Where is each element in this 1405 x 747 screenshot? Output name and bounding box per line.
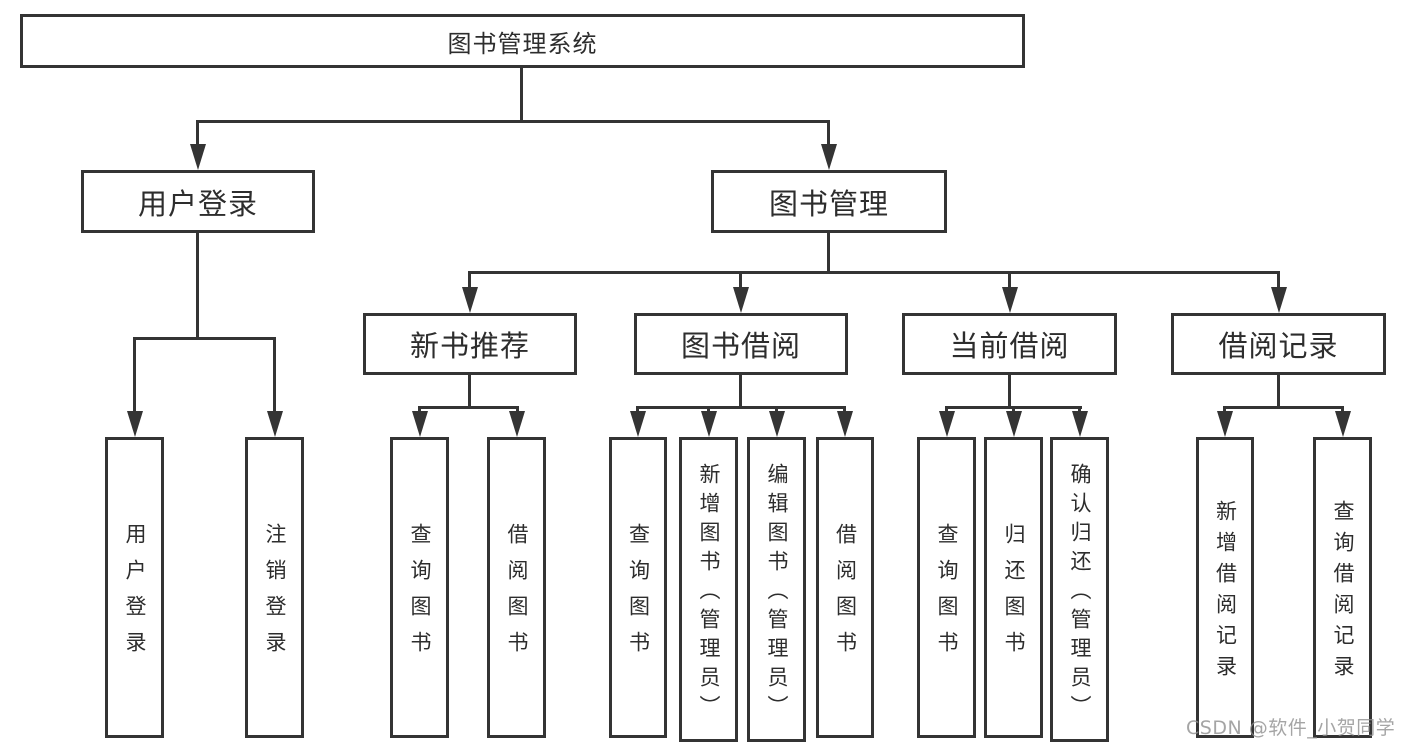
connector-drop bbox=[945, 406, 948, 414]
connector-drop bbox=[1223, 406, 1226, 414]
arrow-down-icon bbox=[1271, 287, 1287, 313]
arrow-down-icon bbox=[1006, 411, 1022, 437]
connector-drop bbox=[418, 406, 421, 414]
node-borrow-records: 借阅记录 bbox=[1171, 313, 1386, 375]
arrow-down-icon bbox=[821, 144, 837, 170]
node-leaf-edit-books-admin: 编辑图书（管理员） bbox=[747, 437, 806, 742]
connector-new-book-stem bbox=[468, 375, 471, 406]
connector-drop-new-book bbox=[468, 271, 471, 290]
node-label: 用户登录 bbox=[137, 186, 258, 221]
node-label: 注销登录 bbox=[263, 523, 287, 667]
node-user-login-branch: 用户登录 bbox=[81, 170, 315, 233]
connector-borrow-records-stem bbox=[1277, 375, 1280, 406]
connector-drop-leaf-logout bbox=[273, 337, 276, 414]
node-leaf-add-borrow-record: 新增借阅记录 bbox=[1196, 437, 1254, 738]
arrow-down-icon bbox=[769, 411, 785, 437]
arrow-down-icon bbox=[190, 144, 206, 170]
connector-drop bbox=[775, 406, 778, 414]
node-leaf-query-borrow-record: 查询借阅记录 bbox=[1313, 437, 1372, 738]
connector-drop-book-management bbox=[827, 120, 830, 147]
connector-drop bbox=[516, 406, 519, 414]
node-label: 确认归还（管理员） bbox=[1068, 463, 1092, 724]
arrow-down-icon bbox=[630, 411, 646, 437]
node-leaf-borrow-books: 借阅图书 bbox=[487, 437, 546, 738]
node-book-management-branch: 图书管理 bbox=[711, 170, 947, 233]
node-leaf-query-books: 查询图书 bbox=[609, 437, 667, 738]
arrow-down-icon bbox=[939, 411, 955, 437]
node-leaf-return-books: 归还图书 bbox=[984, 437, 1043, 738]
connector-new-book-rail bbox=[418, 406, 519, 409]
node-label: 新书推荐 bbox=[409, 329, 530, 363]
connector-drop bbox=[707, 406, 710, 414]
arrow-down-icon bbox=[1335, 411, 1351, 437]
node-current-borrow: 当前借阅 bbox=[902, 313, 1117, 375]
node-leaf-add-books-admin: 新增图书（管理员） bbox=[679, 437, 738, 742]
connector-drop bbox=[843, 406, 846, 414]
node-label: 新增图书（管理员） bbox=[697, 463, 721, 724]
arrow-down-icon bbox=[509, 411, 525, 437]
connector-drop bbox=[1012, 406, 1015, 414]
csdn-watermark: CSDN @软件_小贺同学 bbox=[1186, 717, 1396, 739]
connector-drop-borrow-records bbox=[1277, 271, 1280, 290]
connector-root-rail bbox=[196, 120, 830, 123]
arrow-down-icon bbox=[267, 411, 283, 437]
connector-borrow-records-rail bbox=[1223, 406, 1344, 409]
connector-drop bbox=[1341, 406, 1344, 414]
node-label: 查询图书 bbox=[408, 523, 432, 667]
node-label: 当前借阅 bbox=[949, 329, 1070, 363]
node-label: 借阅图书 bbox=[833, 523, 858, 667]
connector-book-borrow-rail bbox=[636, 406, 846, 409]
connector-book-borrow-stem bbox=[739, 375, 742, 406]
connector-user-login-stem bbox=[196, 233, 199, 337]
node-label: 图书借阅 bbox=[680, 329, 801, 363]
node-leaf-logout: 注销登录 bbox=[245, 437, 304, 738]
node-leaf-query-books: 查询图书 bbox=[917, 437, 976, 738]
arrow-down-icon bbox=[837, 411, 853, 437]
connector-drop-book-borrow bbox=[739, 271, 742, 290]
node-label: 图书管理 bbox=[768, 186, 889, 221]
arrow-down-icon bbox=[127, 411, 143, 437]
arrow-down-icon bbox=[733, 287, 749, 313]
connector-current-borrow-stem bbox=[1008, 375, 1011, 406]
arrow-down-icon bbox=[462, 287, 478, 313]
connector-user-login-rail bbox=[133, 337, 276, 340]
node-label: 编辑图书（管理员） bbox=[765, 463, 789, 724]
node-label: 借阅图书 bbox=[505, 523, 529, 667]
arrow-down-icon bbox=[1072, 411, 1088, 437]
node-new-book-recommend: 新书推荐 bbox=[363, 313, 577, 375]
arrow-down-icon bbox=[1002, 287, 1018, 313]
connector-book-mgmt-rail bbox=[468, 271, 1280, 274]
node-label: 新增借阅记录 bbox=[1213, 499, 1238, 686]
connector-root-stem bbox=[520, 68, 523, 120]
connector-drop bbox=[636, 406, 639, 414]
node-leaf-user-login: 用户登录 bbox=[105, 437, 164, 738]
connector-drop-leaf-user-login bbox=[133, 337, 136, 414]
node-label: 查询借阅记录 bbox=[1331, 499, 1355, 686]
node-library-management-system: 图书管理系统 bbox=[20, 14, 1025, 68]
node-leaf-query-books: 查询图书 bbox=[390, 437, 449, 738]
node-label: 归还图书 bbox=[1002, 523, 1026, 667]
connector-drop-current-borrow bbox=[1008, 271, 1011, 290]
connector-drop-user-login bbox=[196, 120, 199, 147]
arrow-down-icon bbox=[412, 411, 428, 437]
arrow-down-icon bbox=[701, 411, 717, 437]
node-leaf-confirm-return-admin: 确认归还（管理员） bbox=[1050, 437, 1109, 742]
node-label: 查询图书 bbox=[935, 523, 959, 667]
arrow-down-icon bbox=[1217, 411, 1233, 437]
connector-book-mgmt-stem bbox=[827, 233, 830, 271]
node-label: 用户登录 bbox=[123, 523, 147, 667]
node-book-borrow: 图书借阅 bbox=[634, 313, 848, 375]
node-label: 图书管理系统 bbox=[447, 29, 598, 58]
node-label: 查询图书 bbox=[626, 523, 651, 667]
node-leaf-borrow-books: 借阅图书 bbox=[816, 437, 874, 738]
connector-drop bbox=[1078, 406, 1081, 414]
node-label: 借阅记录 bbox=[1218, 329, 1339, 363]
